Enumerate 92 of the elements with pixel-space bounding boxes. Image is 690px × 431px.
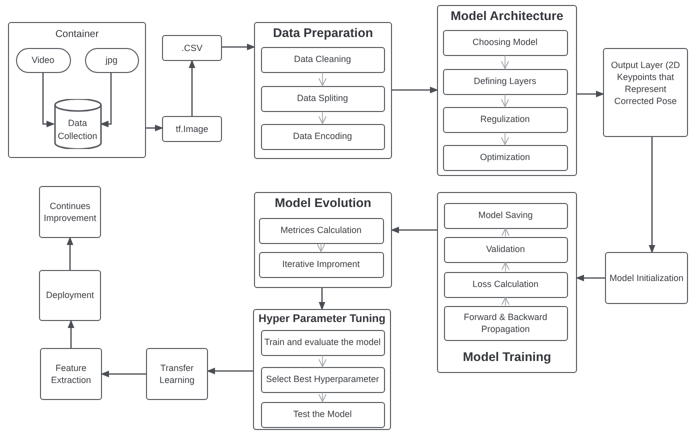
box-label: Iterative Improment [282, 258, 360, 271]
box-label: Data Encoding [292, 130, 352, 143]
process-box [442, 106, 568, 132]
arrow [318, 392, 327, 402]
process-box [605, 252, 688, 304]
process-box [444, 202, 568, 228]
box-label: Output Layer (2D Keypoints that Represent Corrected Pose [610, 59, 682, 108]
process-box [442, 144, 568, 170]
box-label: .CSV [181, 42, 202, 54]
box-label: Metrices Calculation [280, 224, 362, 237]
process-box [260, 366, 384, 392]
arrow [648, 137, 656, 253]
box-label: Regulization [480, 113, 530, 126]
box-label: Model Saving [478, 209, 533, 222]
box-label: Choosing Model [472, 36, 538, 49]
arrow [188, 60, 196, 116]
process-box [162, 35, 222, 61]
arrow [318, 288, 326, 310]
group-container [437, 192, 577, 373]
arrow [501, 262, 510, 272]
process-box [444, 306, 568, 340]
box-label: Continues Improvement [42, 200, 98, 224]
process-box [258, 218, 384, 244]
box-label: Train and evaluate the model [264, 336, 381, 349]
process-box [40, 348, 102, 400]
arrow [501, 228, 510, 237]
terminal-box [16, 48, 70, 72]
arrow [318, 111, 327, 124]
arrow [68, 320, 74, 348]
group-container [437, 5, 577, 176]
arrow [500, 55, 510, 69]
arrow [66, 237, 74, 270]
box-label: Test the Model [293, 408, 352, 421]
process-box [260, 124, 384, 150]
process-box [260, 86, 384, 112]
group-container [254, 192, 392, 288]
box-label: jpg [105, 54, 118, 66]
arrow [392, 86, 438, 94]
box-label: Video [32, 54, 54, 66]
box-label: Loss Calculation [472, 278, 539, 291]
arrow [318, 72, 327, 86]
process-box [258, 252, 384, 278]
arrow [316, 243, 326, 252]
arrow [146, 124, 163, 132]
box-label: tf.Image [176, 122, 208, 136]
box-label: Data Cleaning [294, 53, 352, 66]
box-label: Select Best Hyperparameter [266, 373, 380, 386]
group-container [8, 22, 146, 158]
process-box [603, 48, 688, 137]
arrow [500, 94, 510, 107]
process-box [442, 68, 568, 94]
terminal-box [84, 48, 138, 72]
arrow [100, 72, 112, 128]
group-heading: Model Evolution [274, 196, 372, 210]
arrow [101, 370, 146, 378]
arrow [500, 132, 510, 145]
group-heading: Model Architecture [450, 9, 564, 23]
group-heading: Hyper Parameter Tuning [258, 313, 386, 325]
process-box [442, 30, 568, 56]
process-box [39, 270, 101, 321]
group-heading: Container [54, 29, 100, 40]
box-label: Data Collection [56, 117, 98, 142]
process-box [146, 348, 208, 400]
box-label: Validation [486, 243, 525, 256]
arrow [207, 368, 253, 374]
process-box [39, 186, 101, 238]
box-label: Optimization [480, 151, 530, 164]
arrow [222, 44, 255, 50]
arrow [501, 297, 510, 306]
arrow [577, 90, 604, 98]
box-label: Model Initialization [609, 272, 684, 284]
process-box [444, 272, 568, 298]
arrow [318, 355, 327, 367]
group-container [253, 309, 391, 430]
process-box [162, 116, 222, 142]
process-box [444, 236, 568, 262]
process-box [260, 46, 384, 72]
box-label: Data Spliting [296, 92, 348, 105]
box-label: Defining Layers [474, 75, 536, 88]
group-heading: Data Preparation [272, 26, 374, 40]
arrow [576, 274, 605, 282]
group-heading: Model Training [462, 350, 552, 364]
box-label: Transfer Learning [158, 362, 196, 386]
arrow [391, 226, 437, 234]
database-cylinder [54, 98, 102, 148]
process-box [260, 402, 384, 428]
group-container [254, 22, 392, 159]
box-label: Deployment [46, 289, 94, 302]
arrow [42, 72, 54, 128]
box-label: Forward & Backward Propagation [462, 310, 548, 336]
process-box [260, 330, 384, 356]
box-label: Feature Extraction [50, 362, 92, 386]
